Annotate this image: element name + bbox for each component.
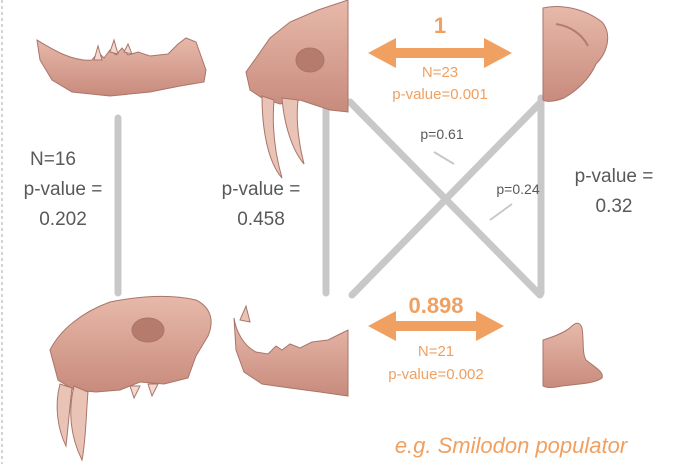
species-caption: e.g. Smilodon populator (352, 432, 670, 460)
diag-a-p-label: p=0.61 (410, 126, 474, 144)
right-pair-p-value: 0.32 (556, 195, 672, 219)
skull-bottom-left-image (50, 296, 211, 460)
left-pair-n-label: N=16 (0, 148, 106, 172)
left-pair-p-label: p-value = (0, 178, 126, 202)
mid-pair-p-label: p-value = (206, 178, 316, 202)
top-link-n-label: N=23 (380, 64, 500, 83)
mandible-bottom-mid-image (234, 306, 348, 396)
mid-pair-p-value: 0.458 (206, 208, 316, 232)
mandible-top-left-image (37, 38, 206, 96)
bone-top-right-image (543, 7, 608, 102)
leader-line-a (434, 152, 454, 164)
bottom-link-p-label: p-value=0.002 (361, 366, 511, 385)
bone-bottom-right-image (543, 323, 602, 387)
skull-top-mid-image (246, 0, 348, 178)
diag-b-p-label: p=0.24 (486, 181, 550, 199)
top-link-value: 1 (380, 12, 500, 40)
leader-line-b (490, 204, 512, 220)
right-pair-p-label: p-value = (556, 165, 672, 189)
bottom-link-n-label: N=21 (376, 343, 496, 362)
bottom-link-value: 0.898 (376, 292, 496, 320)
top-link-p-label: p-value=0.001 (365, 86, 515, 105)
left-pair-p-value: 0.202 (0, 208, 126, 232)
